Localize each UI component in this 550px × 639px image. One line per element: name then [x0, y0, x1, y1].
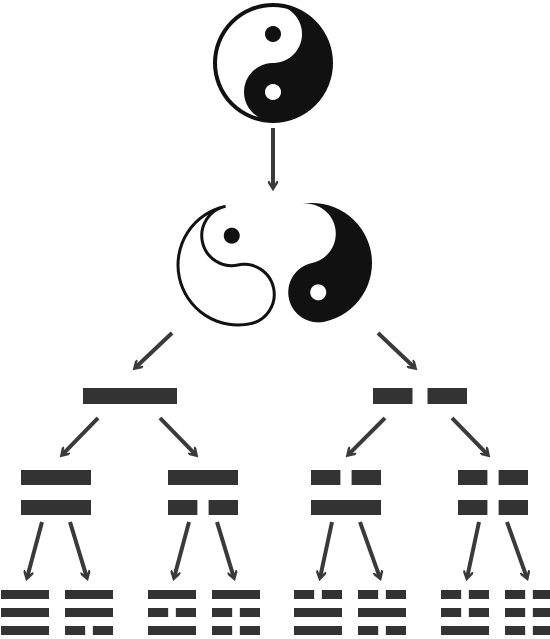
- arrows-layer: [27, 416, 527, 578]
- trigram-symbol: [212, 590, 260, 635]
- line-bar: [498, 470, 528, 485]
- line-bar: [498, 500, 528, 515]
- line-bar: [212, 626, 233, 635]
- arrow-icon: [320, 521, 334, 578]
- line-bar: [294, 626, 342, 635]
- line-bar: [21, 500, 91, 515]
- line-bar: [468, 608, 489, 617]
- line-bar: [65, 608, 113, 617]
- line-bar: [505, 608, 526, 617]
- line-bar: [208, 500, 238, 515]
- line-bar: [441, 608, 462, 617]
- line-bar: [212, 590, 260, 599]
- line-bar: [148, 626, 196, 635]
- line-bar: [294, 590, 315, 599]
- line-bar: [168, 500, 198, 515]
- line-bar: [239, 608, 260, 617]
- line-bar: [321, 590, 342, 599]
- line-bar: [458, 470, 488, 485]
- four-image-symbol: [168, 470, 238, 515]
- taiji-icon: [213, 3, 333, 123]
- line-bar: [358, 590, 379, 599]
- trigram-symbol: [148, 590, 196, 635]
- line-bar: [168, 470, 238, 485]
- arrow-icon: [174, 521, 191, 578]
- yang-half-icon: [288, 203, 372, 323]
- bars-layer: [1, 388, 550, 635]
- line-bar: [532, 608, 550, 617]
- line-bar: [311, 500, 381, 515]
- line-bar: [239, 626, 260, 635]
- arrow-icon: [27, 521, 44, 578]
- trigram-symbol: [1, 590, 49, 635]
- line-bar: [505, 590, 526, 599]
- trigram-symbol: [294, 590, 342, 635]
- line-bar: [468, 590, 489, 599]
- line-bar: [92, 626, 113, 635]
- trigram-symbol: [505, 590, 550, 635]
- line-bar: [385, 590, 406, 599]
- line-bar: [148, 590, 196, 599]
- yin-half-icon: [176, 204, 276, 327]
- line-bar: [65, 590, 113, 599]
- line-bar: [294, 608, 342, 617]
- arrow-icon: [505, 521, 527, 578]
- line-bar: [532, 590, 550, 599]
- arrow-icon: [348, 416, 387, 455]
- line-bar: [351, 470, 381, 485]
- four-image-symbol: [458, 470, 528, 515]
- line-bar: [441, 590, 462, 599]
- arrow-icon: [158, 416, 196, 455]
- line-bar: [358, 608, 406, 617]
- arrow-icon: [62, 416, 100, 455]
- trigram-symbol: [441, 590, 489, 635]
- trigram-symbol: [358, 590, 406, 635]
- line-bar: [358, 626, 379, 635]
- four-image-symbol: [311, 470, 381, 515]
- arrow-icon: [376, 331, 415, 368]
- line-bar: [148, 608, 169, 617]
- two-form-yin: [373, 388, 467, 404]
- line-bar: [1, 626, 49, 635]
- line-bar: [21, 470, 91, 485]
- line-bar: [427, 388, 467, 404]
- arrow-icon: [68, 521, 87, 578]
- line-bar: [385, 626, 406, 635]
- line-bar: [65, 626, 86, 635]
- arrow-icon: [215, 521, 234, 578]
- line-bar: [311, 470, 341, 485]
- line-bar: [1, 590, 49, 599]
- line-bar: [532, 626, 550, 635]
- line-bar: [83, 388, 177, 404]
- line-bar: [441, 626, 489, 635]
- line-bar: [1, 608, 49, 617]
- four-image-symbol: [21, 470, 91, 515]
- line-bar: [505, 626, 526, 635]
- trigram-symbol: [65, 590, 113, 635]
- arrow-icon: [358, 521, 380, 578]
- arrow-icon: [450, 416, 488, 455]
- arrow-icon: [135, 331, 174, 368]
- line-bar: [373, 388, 413, 404]
- two-form-yang: [83, 388, 177, 404]
- arrow-icon: [467, 521, 481, 578]
- line-bar: [212, 608, 233, 617]
- line-bar: [175, 608, 196, 617]
- line-bar: [458, 500, 488, 515]
